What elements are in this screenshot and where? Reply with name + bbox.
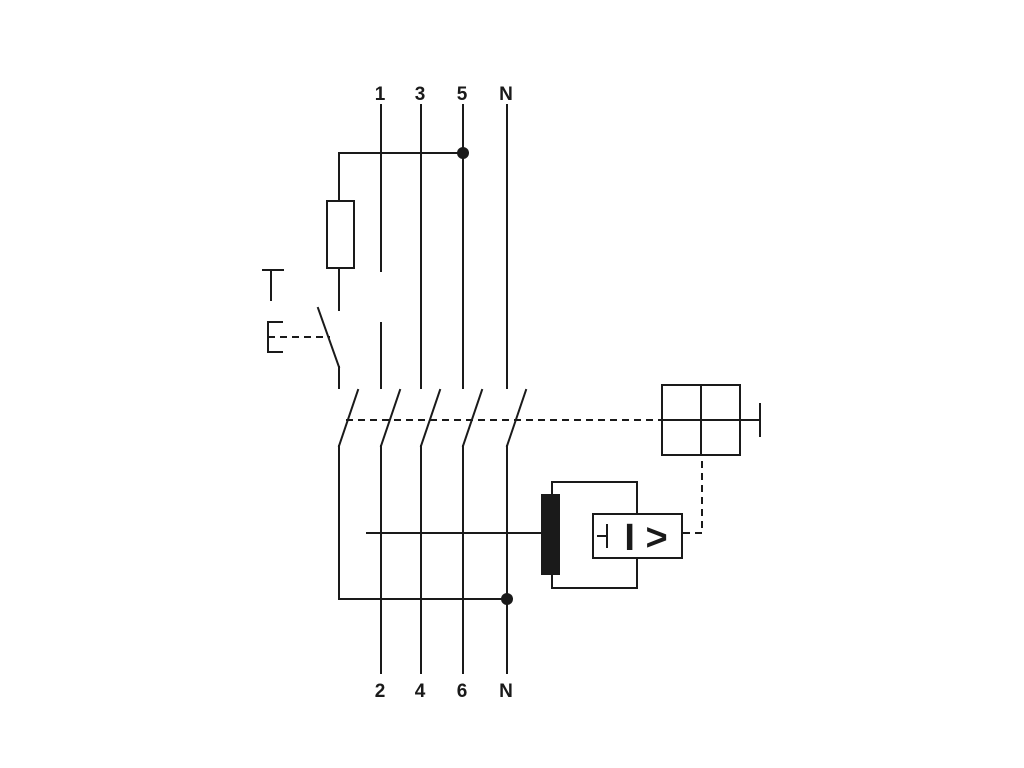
terminal-label-5: 5 [457, 84, 468, 105]
secondary-winding-top [551, 481, 638, 515]
switch-contact-icon [461, 388, 484, 448]
bottom-terminal-labels: 2 4 6 N [375, 681, 513, 702]
relay-trip-link [683, 456, 703, 534]
transformer-core [541, 494, 560, 575]
terminal-label-4: 4 [415, 681, 426, 702]
resistor-icon [326, 200, 355, 269]
bottom-conductors [338, 445, 513, 674]
junction-dot-icon [457, 147, 469, 159]
terminal-label-1: 1 [375, 84, 386, 105]
relay-icon: I > [592, 513, 683, 559]
core-transformer-icon [366, 481, 638, 589]
switch-contact-icon [505, 388, 528, 448]
switch-contact-icon [379, 388, 402, 448]
terminal-label-6: 6 [457, 681, 468, 702]
terminal-label-2: 2 [375, 681, 386, 702]
terminal-label-n-top: N [499, 84, 513, 105]
switch-contact-icon [419, 388, 442, 448]
switch-contact-icon [337, 388, 360, 448]
switch-contacts [337, 388, 528, 448]
secondary-winding-bottom [551, 557, 638, 589]
top-conductors [380, 104, 508, 389]
terminal-label-n-bottom: N [499, 681, 513, 702]
test-button-icon [267, 321, 330, 353]
trip-mechanism-icon [661, 384, 761, 456]
top-terminal-labels: 1 3 5 N [375, 84, 513, 105]
relay-box [592, 513, 683, 559]
relay-symbol: I > [624, 517, 667, 559]
terminal-label-3: 3 [415, 84, 426, 105]
test-circuit [262, 147, 469, 389]
